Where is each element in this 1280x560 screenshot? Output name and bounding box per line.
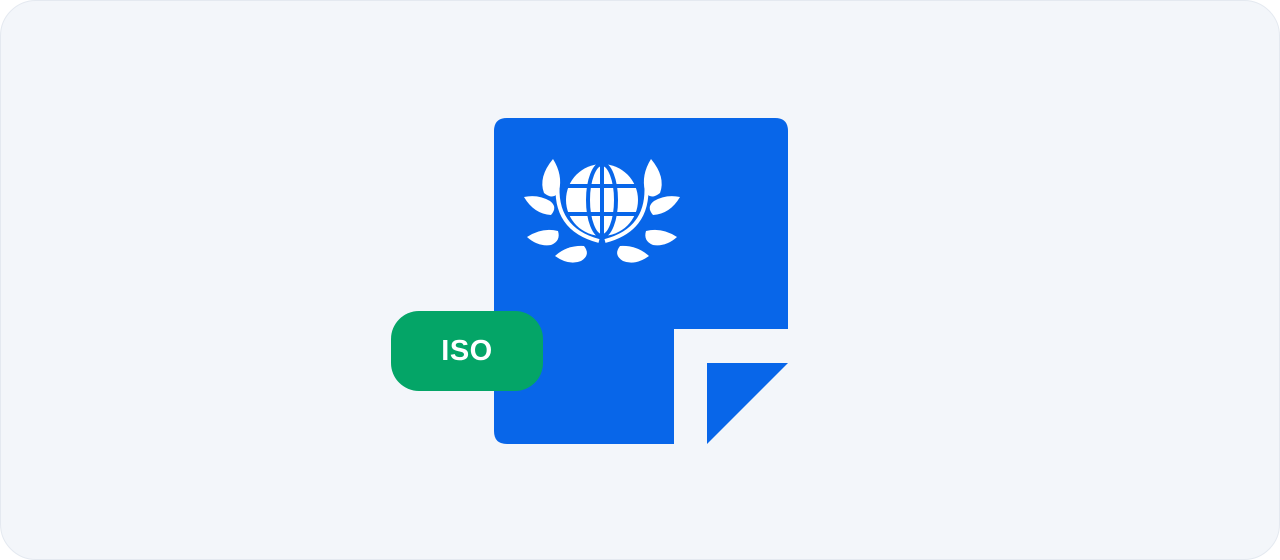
document-fold: [707, 363, 788, 444]
iso-badge: ISO: [391, 311, 543, 391]
globe-icon: [566, 162, 638, 238]
laurel-right-icon: [617, 159, 680, 263]
globe-laurel-icon: [524, 159, 680, 263]
laurel-left-icon: [524, 159, 587, 263]
iso-badge-label: ISO: [441, 334, 493, 367]
